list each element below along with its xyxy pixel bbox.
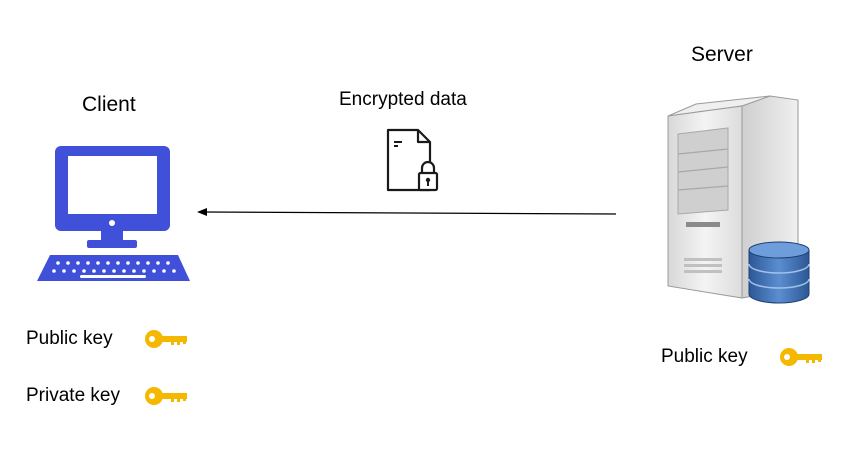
locked-document-icon bbox=[386, 128, 439, 192]
computer-icon bbox=[37, 146, 190, 281]
server-title: Server bbox=[691, 43, 753, 66]
encrypted-data-label: Encrypted data bbox=[339, 89, 467, 110]
client-private-key-label: Private key bbox=[26, 385, 120, 406]
key-icon bbox=[145, 387, 187, 405]
transfer-arrow bbox=[197, 208, 617, 216]
database-icon bbox=[748, 241, 810, 304]
key-icon bbox=[145, 330, 187, 348]
key-icon bbox=[780, 348, 822, 366]
client-public-key-label: Public key bbox=[26, 328, 113, 349]
client-title: Client bbox=[82, 93, 136, 116]
server-public-key-label: Public key bbox=[661, 346, 748, 367]
